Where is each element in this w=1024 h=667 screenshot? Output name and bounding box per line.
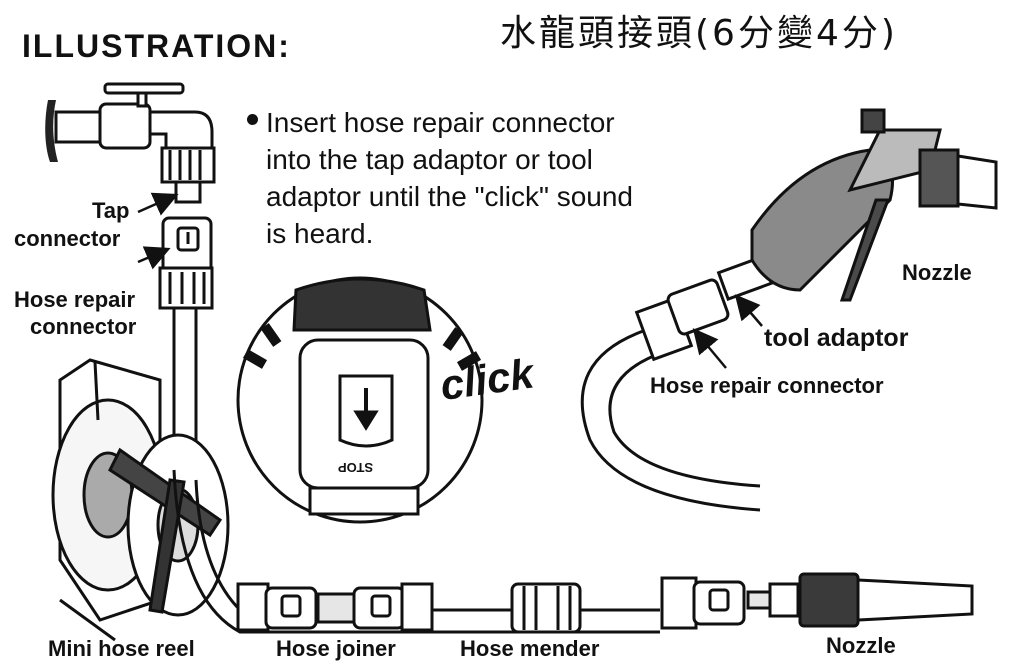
- click-burst-icon: [242, 323, 482, 371]
- right-hose-repair-connector-icon: [634, 278, 730, 362]
- chinese-title: 水龍頭接頭(6分變4分): [500, 13, 898, 54]
- left-hose-repair-connector-icon: [158, 216, 214, 310]
- hose-mender-icon: [510, 582, 582, 634]
- tap-connector-label-line-1: Tap: [92, 198, 130, 223]
- zoom-detail-circle: [236, 276, 484, 524]
- bullet-icon: [247, 114, 258, 125]
- nozzle-bottom-label: Nozzle: [826, 633, 896, 658]
- stop-label: STOP: [338, 460, 374, 475]
- right-hose-icon: [580, 328, 761, 512]
- instruction-line-3: adaptor until the "click" sound: [266, 181, 633, 212]
- pointer-arrows: [137, 192, 763, 369]
- hose-mender-label: Hose mender: [460, 636, 600, 661]
- bottom-hose-joiner-icon: [236, 582, 434, 632]
- right-hose-repair-label: Hose repair connector: [650, 373, 884, 398]
- bottom-connector-icon: [660, 576, 800, 630]
- instruction-line-4: is heard.: [266, 218, 374, 249]
- nozzle-top-label: Nozzle: [902, 260, 972, 285]
- wall-icon: [45, 100, 58, 162]
- spray-gun-icon: [750, 108, 998, 302]
- faucet-icon: [54, 82, 216, 204]
- instruction-line-2: into the tap adaptor or tool: [266, 144, 593, 175]
- tool-adaptor-label: tool adaptor: [764, 324, 909, 352]
- hose-joiner-label: Hose joiner: [276, 636, 396, 661]
- bottom-nozzle-icon: [798, 572, 974, 628]
- hose-reel-icon: [51, 358, 230, 642]
- instruction-text: Insert hose repair connector into the ta…: [266, 104, 726, 252]
- tap-connector-label-line-2: connector: [14, 226, 121, 251]
- page-title: ILLUSTRATION:: [22, 28, 291, 64]
- instruction-line-1: Insert hose repair connector: [266, 107, 615, 138]
- tap-connector-label: Tap: [92, 197, 129, 224]
- left-hose-repair-label-line-1: Hose repair: [14, 287, 136, 312]
- left-hose-repair-label-line-2: connector: [30, 314, 137, 339]
- mini-hose-reel-label: Mini hose reel: [48, 636, 195, 661]
